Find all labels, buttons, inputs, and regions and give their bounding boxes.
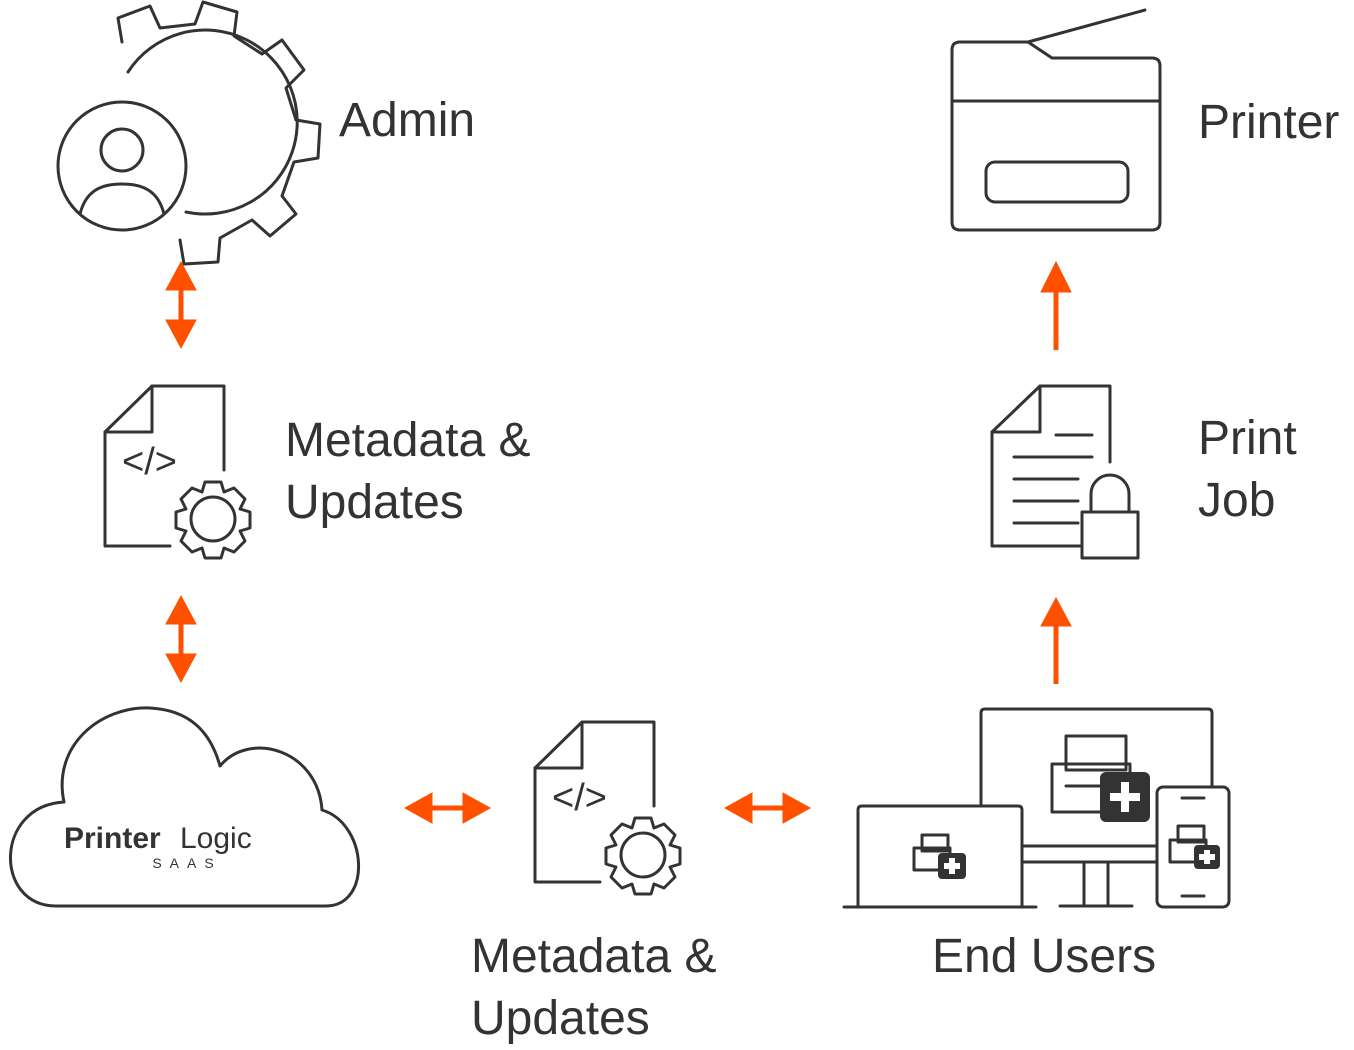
cloud-brand-primary: Printer	[64, 822, 161, 855]
double-arrow-cloud-metadata	[403, 792, 492, 824]
double-arrow-metadata-cloud	[165, 594, 197, 684]
svg-text:</>: </>	[552, 777, 607, 819]
cloud-brand-secondary: Logic	[180, 822, 252, 855]
code-document-gear-icon: </>	[533, 720, 682, 896]
print-job-label-line1: Print	[1198, 412, 1297, 465]
arrow-endusers-printjob	[1040, 596, 1072, 684]
admin-gear-user-icon	[56, 0, 322, 266]
metadata-upper-label-line2: Updates	[285, 476, 464, 529]
print-job-label-line2: Job	[1198, 474, 1276, 527]
cloud-brand-sub: SAAS	[152, 855, 221, 871]
double-arrow-metadata-endusers	[723, 792, 812, 824]
admin-label: Admin	[339, 94, 476, 147]
end-users-label: End Users	[932, 930, 1157, 983]
metadata-lower-label-line2: Updates	[471, 992, 650, 1045]
code-document-gear-icon: </>	[103, 384, 252, 560]
svg-text:</>: </>	[122, 441, 177, 483]
printer-icon	[950, 8, 1162, 232]
locked-document-icon	[990, 384, 1140, 560]
arrow-printjob-printer	[1040, 260, 1072, 350]
metadata-lower-label-line1: Metadata &	[471, 930, 717, 983]
printer-label: Printer	[1198, 96, 1340, 149]
double-arrow-admin-metadata	[165, 260, 197, 350]
devices-icon	[842, 707, 1231, 909]
cloud-icon	[9, 706, 360, 908]
metadata-upper-label-line1: Metadata &	[285, 414, 531, 467]
